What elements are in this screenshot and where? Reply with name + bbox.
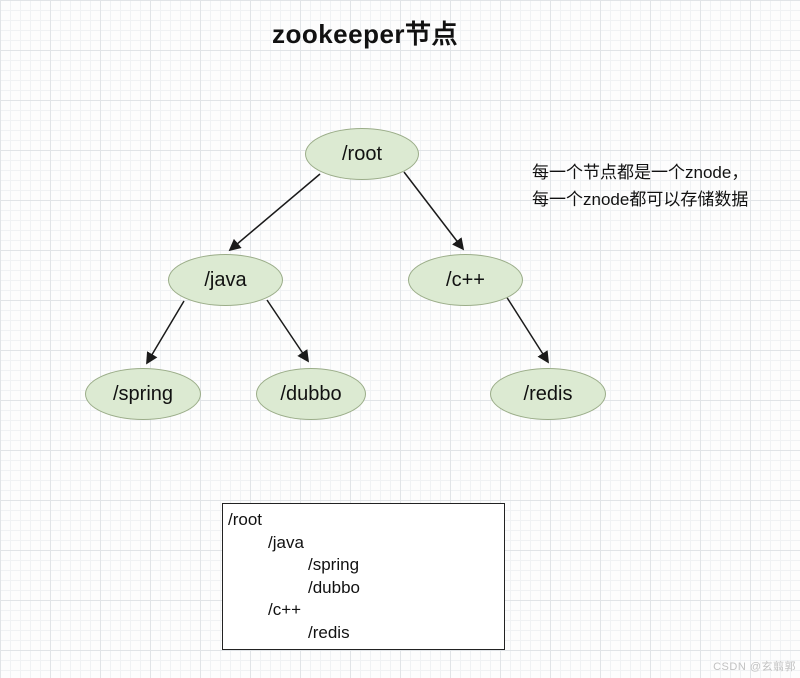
znode-annotation-line1: 每一个节点都是一个znode， (532, 163, 749, 182)
edge-root-cpp (403, 171, 465, 251)
diagram-title: zookeeper节点 (271, 19, 459, 49)
tree-node-dubbo: /dubbo (256, 368, 366, 420)
znode-annotation-line2: 每一个znode都可以存储数据 (532, 190, 749, 209)
path-listing-box: /root /java /spring /dubbo /c++ /redis (222, 503, 505, 650)
tree-node-redis-label: /redis (523, 382, 573, 405)
tree-node-java: /java (168, 254, 283, 306)
listing-line: /root (228, 510, 263, 529)
tree-node-cpp: /c++ (408, 254, 523, 306)
tree-node-root: /root (305, 128, 419, 180)
tree-node-spring: /spring (85, 368, 201, 420)
listing-line: /java (268, 532, 304, 552)
tree-node-spring-label: /spring (112, 382, 174, 405)
tree-node-root-label: /root (341, 142, 383, 165)
edge-root-java (228, 173, 321, 252)
edge-cpp-redis (505, 295, 549, 364)
listing-line: /dubbo (308, 577, 360, 597)
listing-line: /spring (308, 555, 360, 574)
listing-line: /redis (308, 622, 350, 642)
tree-node-java-label: /java (204, 268, 247, 291)
watermark: CSDN @玄翦郭 (713, 661, 796, 673)
tree-node-cpp-label: /c++ (446, 268, 485, 291)
edge-java-spring (146, 300, 185, 365)
edge-java-dubbo (266, 299, 310, 363)
listing-line: /c++ (268, 600, 302, 619)
tree-node-redis: /redis (490, 368, 606, 420)
znode-annotation: 每一个节点都是一个znode， 每一个znode都可以存储数据 (532, 159, 794, 213)
tree-node-dubbo-label: /dubbo (280, 382, 342, 405)
